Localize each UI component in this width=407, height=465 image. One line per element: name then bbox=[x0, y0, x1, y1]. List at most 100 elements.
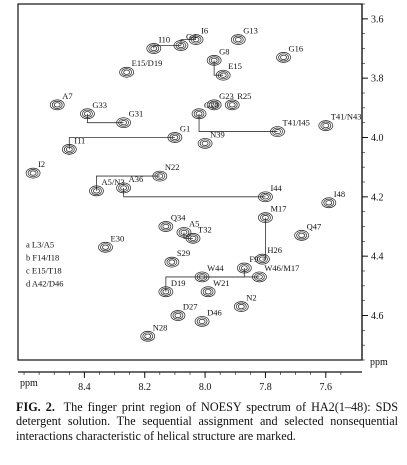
figure-caption: FIG. 2. The finger print region of NOESY… bbox=[16, 400, 398, 443]
peak-marker bbox=[158, 286, 174, 298]
peak-marker bbox=[164, 256, 180, 268]
x-tick-label: 8.0 bbox=[199, 382, 212, 393]
peak-label: G8 bbox=[219, 46, 229, 56]
peak-contours bbox=[25, 34, 337, 342]
peak-marker bbox=[258, 212, 273, 223]
peak-marker bbox=[230, 34, 246, 45]
peak-marker bbox=[173, 40, 189, 51]
peak-label: A36 bbox=[129, 174, 144, 184]
peak-label: W44 bbox=[207, 263, 224, 273]
peak-marker bbox=[80, 108, 95, 120]
peak-label: D27 bbox=[183, 302, 198, 312]
peak-marker bbox=[233, 301, 249, 312]
peak-marker bbox=[206, 99, 222, 111]
y-tick-label: 4.4 bbox=[371, 252, 384, 263]
peak-label: I6 bbox=[201, 26, 208, 36]
peak-marker bbox=[255, 253, 270, 265]
y-tick-label: 3.8 bbox=[371, 74, 384, 85]
y-tick-label: 4.2 bbox=[371, 192, 384, 203]
peak-label: E30 bbox=[111, 233, 125, 243]
peak-marker bbox=[276, 52, 291, 63]
peak-label: G31 bbox=[129, 109, 144, 119]
peak-label: A7 bbox=[62, 91, 72, 101]
x-tick-label: 7.6 bbox=[320, 382, 333, 393]
peak-label: I11 bbox=[74, 135, 85, 145]
y-axis-label: ppm bbox=[370, 357, 388, 368]
peak-label: I44 bbox=[270, 183, 282, 193]
peak-label: Q47 bbox=[307, 221, 322, 231]
y-tick-label: 4.0 bbox=[371, 133, 384, 144]
peak-label: G23 bbox=[219, 91, 234, 101]
peak-label: I10 bbox=[159, 35, 170, 45]
assignment-line bbox=[87, 113, 124, 124]
peak-label: W46/M17 bbox=[264, 263, 299, 273]
peak-marker bbox=[194, 316, 210, 327]
y-axis: 3.6 3.8 4.0 4.2 4.4 4.6 bbox=[361, 3, 384, 361]
peak-label: G1 bbox=[180, 124, 190, 134]
x-tick-label: 8.4 bbox=[78, 382, 91, 393]
peak-label: G13 bbox=[243, 26, 258, 36]
peak-marker bbox=[61, 144, 77, 155]
peak-marker bbox=[321, 197, 337, 209]
peak-label: M17 bbox=[270, 204, 286, 214]
peak-label: T41/I45 bbox=[283, 118, 310, 128]
peak-marker bbox=[185, 233, 201, 244]
peak-label: D46 bbox=[207, 307, 222, 317]
figure-caption-text: The finger print region of NOESY spectru… bbox=[16, 400, 399, 443]
figure-label: FIG. 2. bbox=[16, 400, 55, 414]
peak-marker bbox=[270, 126, 285, 137]
peak-marker bbox=[318, 120, 334, 131]
peak-label: I2 bbox=[38, 159, 45, 169]
assignment-line bbox=[123, 187, 266, 198]
peak-label: T41/N43 bbox=[331, 112, 362, 122]
peak-marker bbox=[140, 330, 156, 342]
y-tick-label: 3.6 bbox=[371, 14, 384, 25]
peak-marker bbox=[197, 138, 213, 149]
y-tick-label: 4.6 bbox=[371, 311, 384, 322]
x-axis-label: ppm bbox=[20, 378, 38, 389]
peak-label: Q34 bbox=[171, 213, 186, 223]
peak-marker bbox=[206, 55, 222, 66]
peak-label: F9 bbox=[249, 254, 258, 264]
peak-label: R25 bbox=[237, 91, 251, 101]
assignment-line bbox=[153, 45, 181, 49]
peak-label: A5/N3 bbox=[101, 177, 124, 187]
legend-entry: a L3/A5 bbox=[26, 239, 54, 249]
peak-marker bbox=[188, 34, 204, 45]
peak-label: G16 bbox=[289, 43, 304, 53]
peak-marker bbox=[215, 69, 231, 81]
peak-marker bbox=[224, 99, 240, 111]
peak-marker bbox=[25, 167, 41, 179]
peak-marker bbox=[167, 132, 183, 143]
peak-marker bbox=[176, 227, 192, 238]
peak-label: I48 bbox=[334, 189, 345, 199]
peak-marker bbox=[258, 191, 273, 203]
peak-marker bbox=[152, 170, 168, 182]
peak-marker bbox=[158, 221, 174, 232]
assignment-line bbox=[198, 113, 278, 132]
legend-entry: b F14/I18 bbox=[26, 252, 59, 262]
peak-marker bbox=[191, 108, 207, 120]
assignment-line bbox=[68, 137, 175, 150]
peak-marker bbox=[146, 43, 162, 54]
peak-label: A5 bbox=[189, 218, 199, 228]
peak-marker bbox=[294, 230, 309, 241]
peak-label: W21 bbox=[213, 278, 230, 288]
peak-label: E15 bbox=[228, 61, 242, 71]
peak-label: G20 bbox=[204, 100, 219, 110]
peak-label: N39 bbox=[210, 129, 225, 139]
assignment-line bbox=[262, 217, 266, 260]
legend-entry: c E15/T18 bbox=[26, 265, 62, 275]
peak-marker bbox=[119, 66, 134, 78]
peak-marker bbox=[116, 117, 131, 129]
peak-label: N2 bbox=[246, 293, 256, 303]
peak-marker bbox=[252, 271, 267, 283]
legend-entry: d A42/D46 bbox=[26, 278, 64, 288]
peak-label: G4 bbox=[186, 32, 197, 42]
peak-label: N28 bbox=[153, 322, 168, 332]
peak-marker bbox=[194, 271, 210, 283]
peak-label: S29 bbox=[177, 248, 190, 258]
